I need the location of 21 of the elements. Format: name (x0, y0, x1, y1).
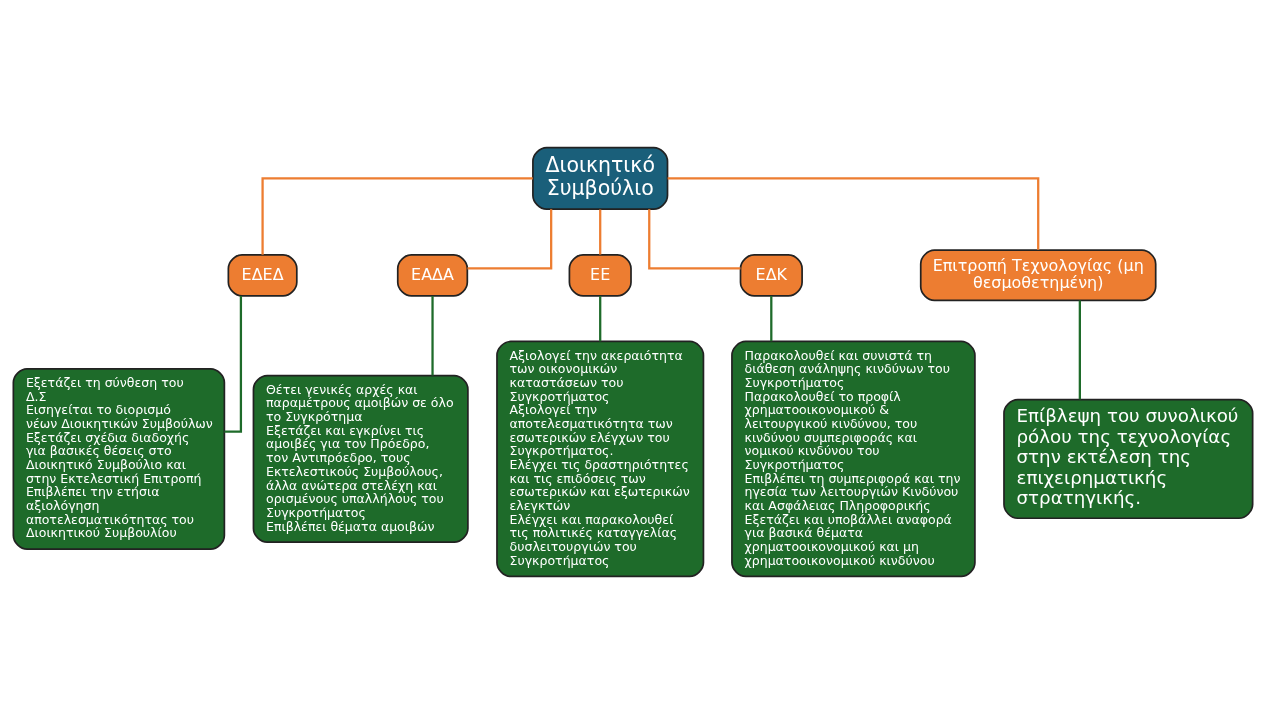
connector (261, 176, 533, 255)
connector (770, 295, 773, 341)
node-box: ΕΕ (568, 253, 632, 297)
node-box: Επιτροπή Τεχνολογίας (μη θεσμοθετημένη) (919, 248, 1157, 301)
node-box: ΕΑΔΑ (396, 253, 469, 297)
connector (648, 208, 741, 270)
node-box: ΕΔΚ (739, 253, 803, 297)
node-box: Αξιολογεί την ακεραιότητα των οικονομικών καταστάσεων του Συγκροτήματος Αξιολογεί την αποτελεσματικότητα των εσωτερικών ελέγχων του Συγκροτήματος. Ελέγχει τις δραστηριότητες και τις επιδόσεις των εσωτερικών και εξωτερικών ελεγκτών Ελέγχει και παρακολουθεί τις πολιτικές καταγγελίας δυσλειτουργιών του Συγκροτήματος (496, 340, 705, 577)
node-box: Παρακολουθεί και συνιστά τη διάθεση ανάληψης κινδύνων του Συγκροτήματος Παρακολουθεί το προφίλ χρηματοοικονομικού & λειτουργικού κινδύνου, του κινδύνου συμπεριφοράς και νομικού κινδύνου του Συγκροτήματος Επιβλέπει τη συμπεριφορά και την ηγεσία των λειτουργιών Κινδύνου και Ασφάλειας Πληροφορικής Εξετάζει και υποβάλλει αναφορά για βασικά θέματα χρηματοοικονομικού και μη χρηματοοικονομικού κινδύνου (731, 340, 976, 577)
connector (431, 295, 434, 375)
node-box: ΕΔΕΔ (227, 253, 298, 297)
node-box: Εξετάζει τη σύνθεση του Δ.Σ Εισηγείται το διορισμό νέων Διοικητικών Συμβούλων Εξετάζει σχέδια διαδοχής για βασικές θέσεις στο Διοικητικό Συμβούλιο και στην Εκτελεστική Επιτροπή Επιβλέπει την ετήσια αξιολόγηση αποτελεσματικότητας του Διοικητικού Συμβουλίου (12, 367, 226, 550)
connector (667, 176, 1040, 250)
connector (224, 295, 243, 433)
node-box: Επίβλεψη του συνολικού ρόλου της τεχνολογίας στην εκτέλεση της επιχειρηματικής στρατηγικής. (1003, 398, 1254, 519)
connector (599, 209, 602, 255)
connector (599, 295, 602, 341)
connector (467, 208, 553, 270)
node-box: Διοικητικό Συμβούλιο (532, 146, 669, 210)
connector (1078, 299, 1081, 399)
node-box: Θέτει γενικές αρχές και παραμέτρους αμοιβών σε όλο το Συγκρότημα Εξετάζει και εγκρίνει τις αμοιβές για τον Πρόεδρο, τον Αντιπρόεδρο, τους Εκτελεστικούς Συμβούλους, άλλα ανώτερα στελέχη και ορισμένους υπαλλήλους του Συγκροτήματος Επιβλέπει θέματα αμοιβών (252, 374, 469, 543)
